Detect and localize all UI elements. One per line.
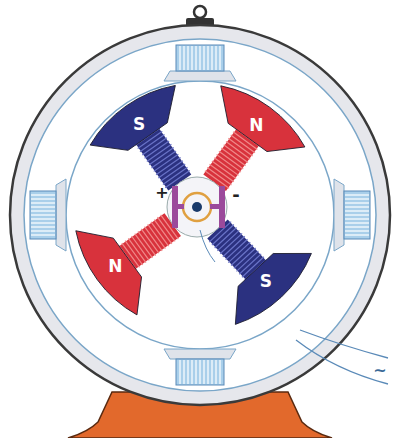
polarity-sign: + [155, 185, 168, 201]
stator-pole [334, 179, 370, 251]
commutator [183, 193, 211, 221]
pole-letter: S [133, 116, 145, 133]
pole-letter: N [249, 117, 263, 134]
ac-symbol: ~ [373, 363, 386, 379]
air-gap [66, 81, 334, 349]
stator-pole [164, 45, 236, 81]
lead-wire [200, 230, 215, 262]
brush [219, 186, 225, 228]
stator-pole [164, 349, 236, 385]
stator-pole [30, 179, 66, 251]
brush-contact [178, 204, 184, 209]
brush [172, 186, 178, 228]
wire [300, 330, 388, 358]
hub [167, 177, 227, 237]
housing [10, 25, 390, 405]
brush-contact [210, 204, 219, 209]
lifting-eye [194, 6, 206, 18]
pole-letter: S [260, 272, 272, 289]
pole-letter: N [108, 258, 122, 275]
polarity-sign: - [232, 186, 239, 204]
wire [296, 340, 388, 384]
shaft [192, 202, 202, 212]
